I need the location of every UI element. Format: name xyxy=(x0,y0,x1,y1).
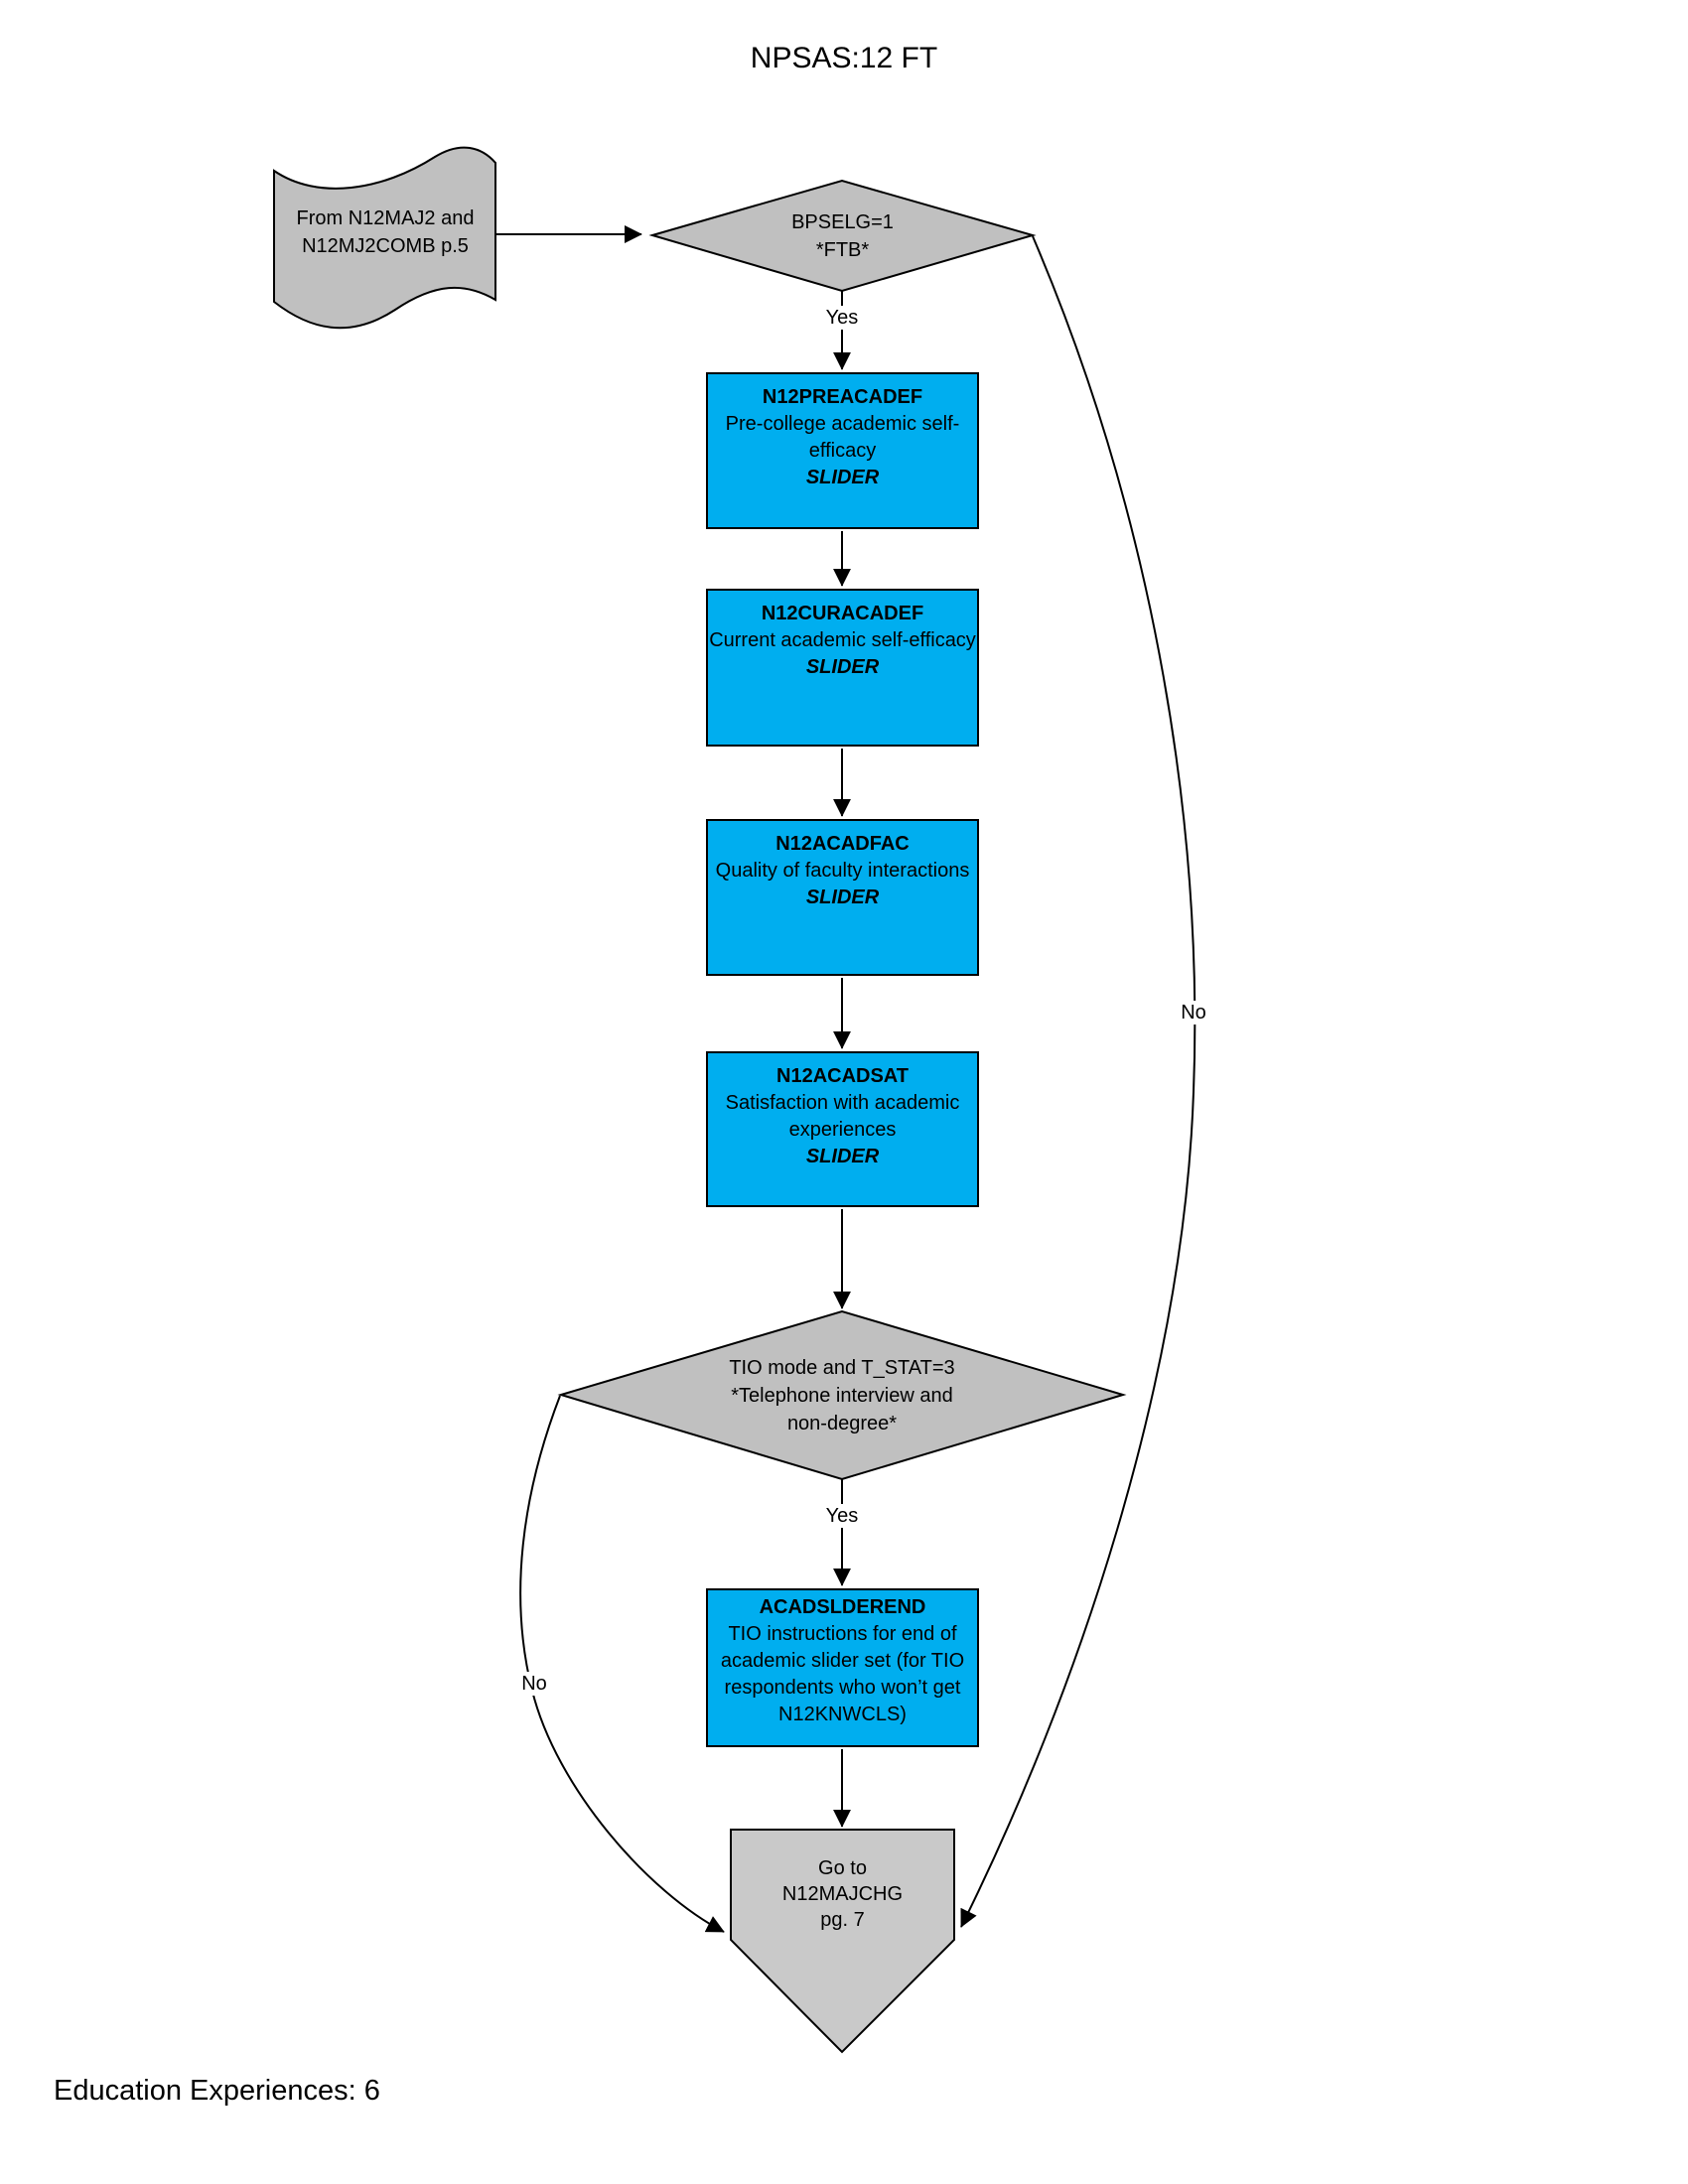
offpage-source-shape xyxy=(273,146,496,330)
page-footer: Education Experiences: 6 xyxy=(54,2075,380,2107)
edge-label-no-tio: No xyxy=(510,1672,558,1696)
decision-ftb-label: BPSELG=1 *FTB* xyxy=(652,181,1033,291)
offpage-source-label: From N12MAJ2 and N12MJ2COMB p.5 xyxy=(275,149,495,316)
decision-tio-line3: non-degree* xyxy=(786,1412,898,1434)
process-name: ACADSLDEREND xyxy=(759,1596,926,1618)
decision-ftb-line2: *FTB* xyxy=(815,238,870,261)
process-name: N12ACADFAC xyxy=(775,833,910,855)
edge-label-yes-ftb: Yes xyxy=(816,306,868,330)
process-mode: SLIDER xyxy=(805,656,880,678)
decision-tio-line2: *Telephone interview and xyxy=(731,1384,953,1407)
offpage-line3: pg. 7 xyxy=(820,1909,865,1931)
process-desc: TIO instructions for end of academic sli… xyxy=(720,1623,965,1725)
process-n12preacadef: N12PREACADEF Pre-college academic self-e… xyxy=(706,372,979,529)
process-acadslderend: ACADSLDEREND TIO instructions for end of… xyxy=(706,1588,979,1747)
offpage-line2: N12MAJCHG xyxy=(781,1883,904,1905)
process-n12acadsat: N12ACADSAT Satisfaction with academic ex… xyxy=(706,1051,979,1207)
process-desc: Quality of faculty interactions xyxy=(715,860,970,882)
decision-ftb-line1: BPSELG=1 xyxy=(791,210,894,233)
decision-tio-shape xyxy=(557,1309,1127,1481)
process-desc: Pre-college academic self-efficacy xyxy=(725,413,960,462)
source-line1: From N12MAJ2 and xyxy=(296,207,475,229)
edge-no-ftb xyxy=(960,235,1196,1928)
process-mode: SLIDER xyxy=(805,1146,880,1167)
process-desc: Current academic self-efficacy xyxy=(709,629,976,651)
edge-label-no-ftb: No xyxy=(1170,1001,1217,1024)
page-title: NPSAS:12 FT xyxy=(750,42,938,74)
offpage-target-label: Go to N12MAJCHG pg. 7 xyxy=(731,1833,954,1956)
process-name: N12CURACADEF xyxy=(761,603,924,624)
decision-tio-line1: TIO mode and T_STAT=3 xyxy=(729,1356,955,1379)
process-desc: Satisfaction with academic experiences xyxy=(725,1092,960,1141)
process-n12curacadef: N12CURACADEF Current academic self-effic… xyxy=(706,589,979,747)
decision-tio-label: TIO mode and T_STAT=3 *Telephone intervi… xyxy=(561,1311,1123,1479)
offpage-target-shape xyxy=(730,1829,955,2054)
source-line2: N12MJ2COMB p.5 xyxy=(302,235,469,257)
decision-ftb-shape xyxy=(648,179,1037,293)
process-mode: SLIDER xyxy=(805,467,880,488)
edge-label-yes-tio: Yes xyxy=(816,1504,868,1528)
process-name: N12ACADSAT xyxy=(776,1065,909,1087)
process-name: N12PREACADEF xyxy=(762,386,923,408)
process-n12acadfac: N12ACADFAC Quality of faculty interactio… xyxy=(706,819,979,976)
offpage-line1: Go to xyxy=(818,1857,867,1879)
process-mode: SLIDER xyxy=(805,887,880,908)
